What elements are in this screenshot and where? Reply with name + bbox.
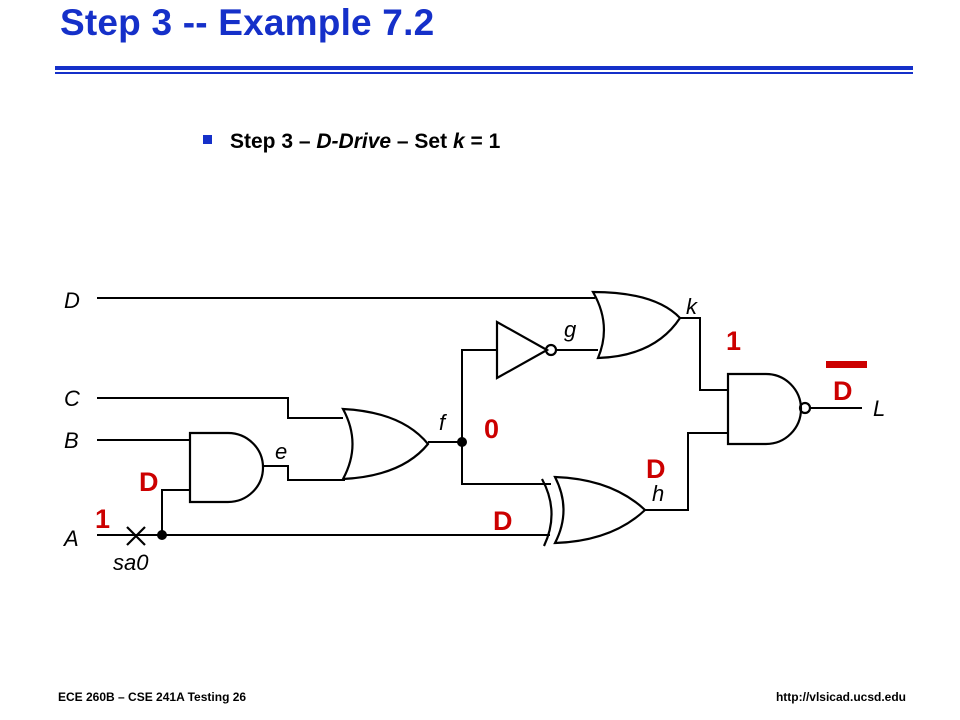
bullet-square-icon xyxy=(203,135,212,144)
wire-e-to-f-gate xyxy=(262,465,345,481)
value-A-branch: D xyxy=(493,506,513,536)
or-gate-f xyxy=(341,407,430,481)
value-h: D xyxy=(646,454,666,484)
or-gate-k xyxy=(591,290,682,360)
wire-h-to-L-gate xyxy=(645,432,728,511)
xor-gate-extra-arc xyxy=(541,478,553,547)
bullet-emphasis-k: k xyxy=(452,130,465,153)
label-input-D: D xyxy=(64,288,80,313)
label-signal-L: L xyxy=(873,396,885,421)
bullet-suffix: = 1 xyxy=(464,130,501,153)
junction-dot-f xyxy=(457,437,467,447)
not-gate-g xyxy=(495,320,550,380)
label-fault-sa0: sa0 xyxy=(113,550,149,575)
xor-gate-h xyxy=(553,475,647,545)
wire-k-to-L-gate xyxy=(680,317,728,391)
label-input-B: B xyxy=(64,428,79,453)
wire-f-to-xor xyxy=(461,442,551,485)
wires xyxy=(97,297,862,536)
bullet-middle: – Set xyxy=(391,130,453,153)
bullet-emphasis-ddrive: D-Drive xyxy=(316,130,392,153)
label-signal-f: f xyxy=(439,410,448,435)
nand-gate-bubble xyxy=(798,401,812,415)
value-output-L: D xyxy=(833,376,853,406)
bullet-prefix: Step 3 – xyxy=(230,130,317,153)
label-signal-g: g xyxy=(564,317,577,342)
label-input-C: C xyxy=(64,386,80,411)
title-rule-thin xyxy=(55,72,913,74)
output-overbar xyxy=(826,361,867,368)
nand-gate-L xyxy=(726,372,803,446)
value-k: 1 xyxy=(726,326,741,356)
slide-title: Step 3 -- Example 7.2 xyxy=(60,2,435,43)
title-rule-thick xyxy=(55,66,913,70)
wire-C-to-f-gate xyxy=(97,397,343,419)
value-A-input: 1 xyxy=(95,504,110,534)
not-gate-bubble xyxy=(544,343,558,357)
junction-dot-A xyxy=(157,530,167,540)
footer-course: ECE 260B – CSE 241A Testing 26 xyxy=(58,690,247,704)
wire-A-branch-to-e-gate xyxy=(161,489,190,535)
label-signal-h: h xyxy=(652,481,664,506)
and-gate-e xyxy=(188,431,265,504)
wire-f-to-not xyxy=(461,349,497,442)
label-input-A: A xyxy=(62,526,79,551)
footer-url: http://vlsicad.ucsd.edu xyxy=(775,690,906,704)
bullet-step3: Step 3 – D-Drive – Set k = 1 xyxy=(203,130,500,154)
value-f: 0 xyxy=(484,414,499,444)
fault-x-icon xyxy=(126,526,146,546)
label-signal-e: e xyxy=(275,439,287,464)
label-signal-k: k xyxy=(686,294,698,319)
value-e-line: D xyxy=(139,467,159,497)
